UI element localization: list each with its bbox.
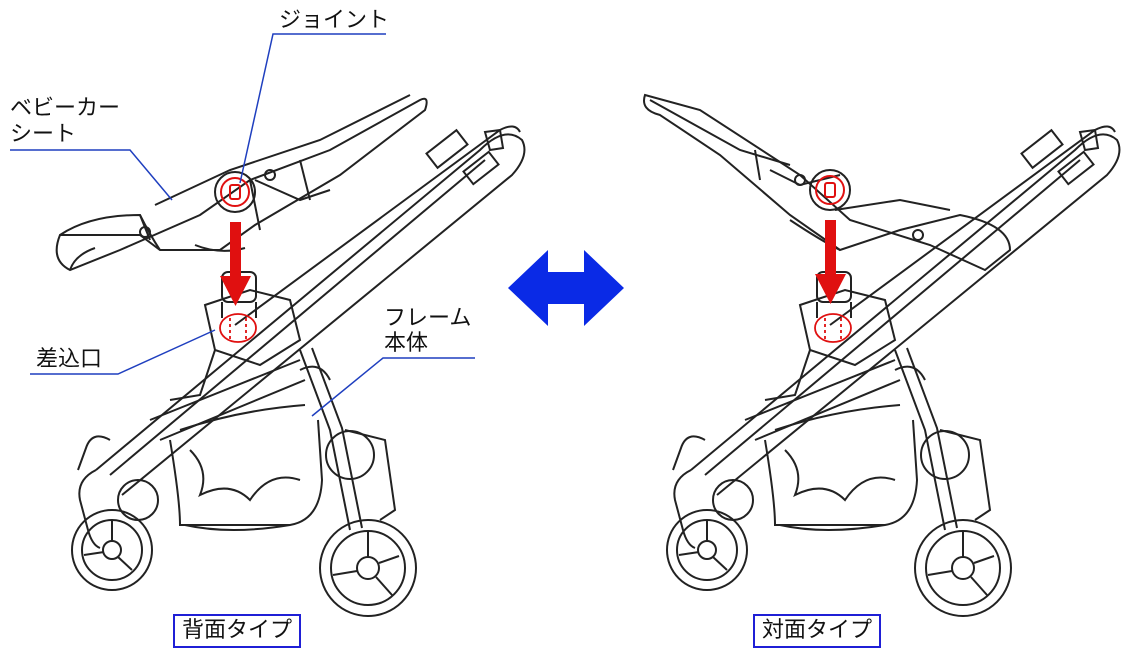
leader-seat — [10, 149, 173, 201]
insert-arrow-left — [220, 222, 251, 306]
seat-label-line2: シート — [10, 122, 77, 147]
swap-arrow — [508, 250, 624, 326]
caption-rear-facing: 背面タイプ — [173, 614, 302, 648]
caption-face-to-face: 対面タイプ — [753, 614, 882, 648]
socket-label: 差込口 — [36, 347, 103, 372]
seat-label-line1: ベビーカー — [10, 96, 121, 121]
leader-socket — [30, 329, 216, 375]
leader-frame — [311, 357, 475, 417]
frame-label-line1: フレーム — [384, 306, 472, 331]
joint-label: ジョイント — [279, 8, 390, 33]
stroller-frame-right — [666, 125, 1121, 617]
leader-joint — [239, 33, 386, 184]
frame-label-line2: 本体 — [384, 331, 429, 356]
insert-arrow-right — [815, 220, 846, 304]
